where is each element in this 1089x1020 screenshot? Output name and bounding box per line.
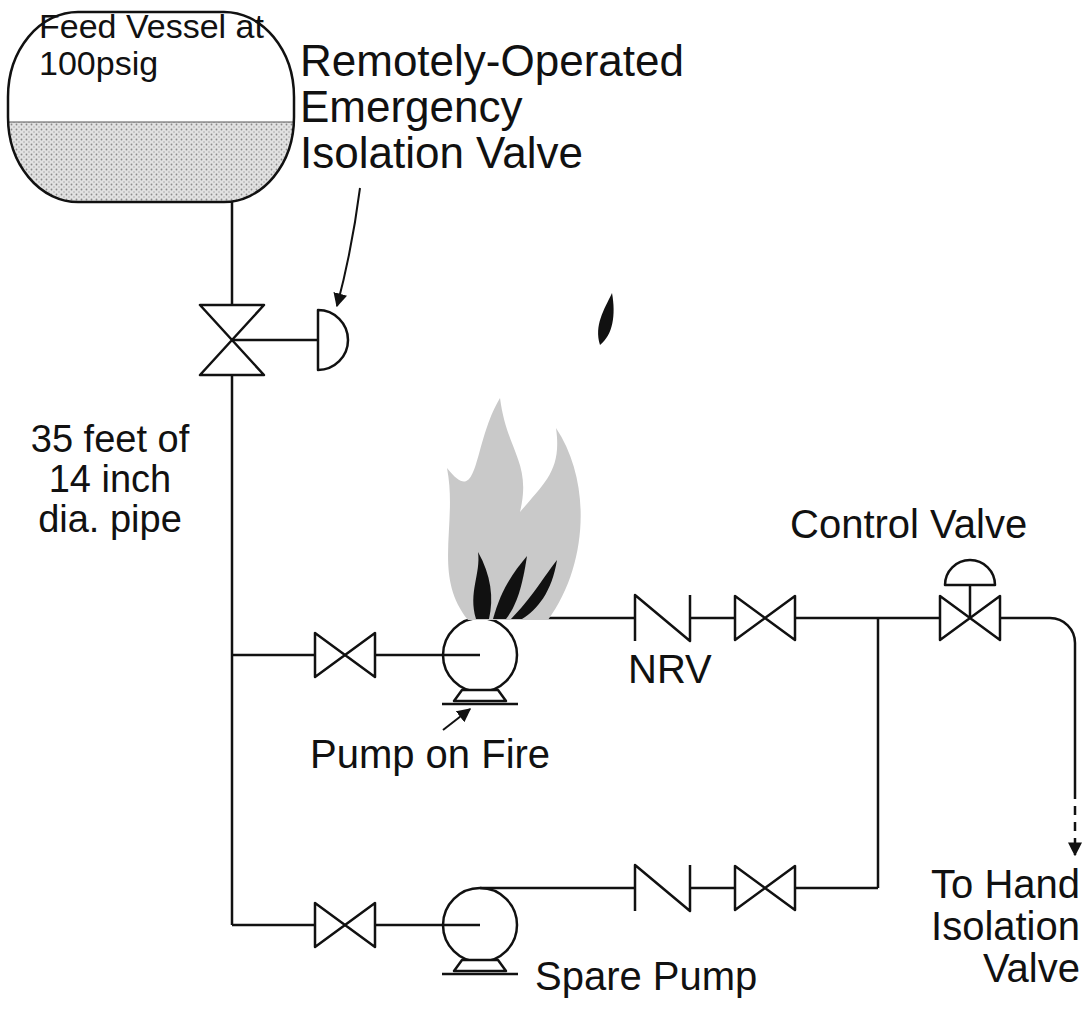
- vessel-label: Feed Vessel at 100psig: [39, 8, 284, 83]
- pump-base: [454, 690, 506, 701]
- pump-label: Spare Pump: [535, 955, 795, 997]
- valve-label: Control Valve: [790, 503, 1050, 545]
- discharge-pipe: [480, 887, 878, 890]
- hand-valve-symbol: [735, 596, 795, 640]
- hand-valve-symbol: [315, 903, 375, 947]
- flame: [511, 560, 557, 619]
- pipe-dimension: 35 feet of 14 inch dia. pipe: [18, 420, 202, 540]
- outlet-pipe-dashed: [1074, 790, 1077, 855]
- hand-valve-symbol: [315, 633, 375, 677]
- control-valve-stem: [969, 585, 972, 618]
- pump-base: [454, 960, 506, 971]
- destination-label: To Hand Isolation Valve: [900, 863, 1080, 989]
- control-valve-actuator: [945, 560, 995, 585]
- pump-base: [442, 973, 518, 976]
- pump-label: Pump on Fire: [310, 733, 570, 775]
- pump-base: [442, 703, 518, 706]
- leader-arrow: [443, 709, 470, 730]
- vessel-node: Feed Vessel at 100psig: [5, 8, 297, 208]
- actuator-stem: [232, 339, 318, 342]
- callout-label: Remotely-Operated Emergency Isolation Va…: [300, 38, 692, 177]
- control-valve-symbol: [940, 596, 1000, 640]
- liquid-level: [8, 122, 294, 123]
- nrv-symbol: [635, 595, 690, 641]
- actuator-symbol: [318, 310, 348, 370]
- flame: [447, 398, 581, 620]
- header-pipe: [877, 618, 880, 888]
- nrv-symbol: [635, 865, 690, 911]
- hand-valve-symbol: [735, 866, 795, 910]
- valve-label: NRV: [628, 648, 738, 690]
- vessel-liquid: [8, 122, 294, 202]
- pump-symbol: [443, 888, 517, 962]
- flame: [473, 552, 491, 619]
- fire: [447, 293, 614, 620]
- flame: [598, 293, 613, 345]
- outlet-pipe: [1000, 618, 1075, 790]
- pump-symbol: [443, 618, 517, 692]
- leader-arrow: [337, 188, 360, 306]
